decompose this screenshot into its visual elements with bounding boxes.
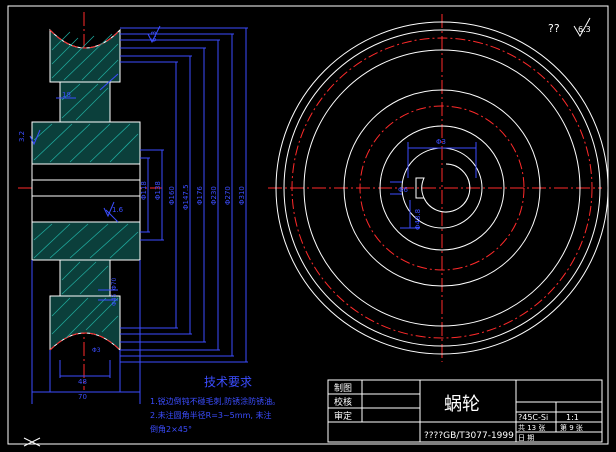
dim-d160: Φ160 [168,186,176,205]
tb-material: ?45C-Si [518,413,548,422]
tb-scale: 1:1 [566,413,579,422]
roughness-mid-label: 1.6 [112,206,124,214]
tb-sheet-no: 第 9 张 [560,423,583,432]
ucs-icon [23,437,41,447]
roughness-top-label: 6.3 [150,31,158,42]
roughness-symbols [29,25,161,218]
corner-roughness: 6.3 [578,25,591,34]
dim-lines-left [31,27,248,404]
dim-d270: Φ270 [224,186,232,205]
tech-req-line-3: 倒角2×45° [150,424,192,434]
pitch-arc-upper [49,29,121,49]
front-view: Φ3 Φ6 Φ48.8 ?? 6.3 [268,14,609,362]
circle-pitch [291,37,593,339]
hatching [33,31,139,339]
roughness-left-label: 3.2 [18,131,26,142]
tb-checked-label: 校核 [334,396,352,408]
dim-d3: Φ3 [92,347,101,354]
tb-approved-label: 审定 [334,410,352,422]
dim-d45: Φ45 [111,293,118,306]
circle-root [303,49,581,327]
bore-top-label: Φ3 [436,138,446,146]
hub-upper [31,121,141,165]
hub-lower [31,221,141,261]
tb-date-label: 日 期 [518,434,534,442]
tech-req-title: 技术要求 [204,375,252,389]
web-lower [59,259,111,297]
tb-sheet-total: 共 13 张 [518,423,545,432]
tb-standard: ????GB/T3077-1999 [424,431,514,441]
roughness-icon [573,17,591,37]
bore-side-label: Φ48.8 [414,209,422,230]
title-block [327,379,603,443]
dim-d176: Φ176 [196,186,204,205]
dim-d138: Φ138 [154,181,162,200]
dim-d147: Φ147.5 [182,184,190,210]
circle-outer [275,21,609,355]
corner-mark-q: ?? [548,22,560,35]
drawing-frame [7,5,609,445]
circle-tip [283,29,601,347]
circle-web [343,89,541,287]
section-view: 6.3 3.2 1.6 18 Φ118 Φ138 Φ160 Φ147.5 Φ17… [18,12,248,404]
dim-d310: Φ310 [238,186,246,205]
tech-req-line-1: 1.锐边倒钝不碰毛刺,防锈涂防锈油。 [150,396,280,406]
keyway-width-label: 18 [62,91,71,99]
dim-width-48: 48 [78,378,87,386]
dim-d230: Φ230 [210,186,218,205]
circle-holes [359,105,525,271]
bore-keyway [415,163,471,213]
pitch-arc-lower [49,332,121,351]
drawing-title: 蜗轮 [444,394,480,415]
bore-key-label: Φ6 [398,186,409,194]
dim-width-70: 70 [78,393,87,401]
circle-hub [379,125,505,251]
bore [31,163,141,223]
tb-drawn-label: 制图 [334,382,352,394]
dim-lines-right [390,142,477,229]
tech-req-line-2: 2.未注圆角半径R=3~5mm, 未注 [150,410,271,420]
tech-requirements: 技术要求 1.锐边倒钝不碰毛刺,防锈涂防锈油。 2.未注圆角半径R=3~5mm,… [150,375,280,434]
dim-d70: Φ70 [111,277,118,290]
dim-d118: Φ118 [140,181,148,200]
